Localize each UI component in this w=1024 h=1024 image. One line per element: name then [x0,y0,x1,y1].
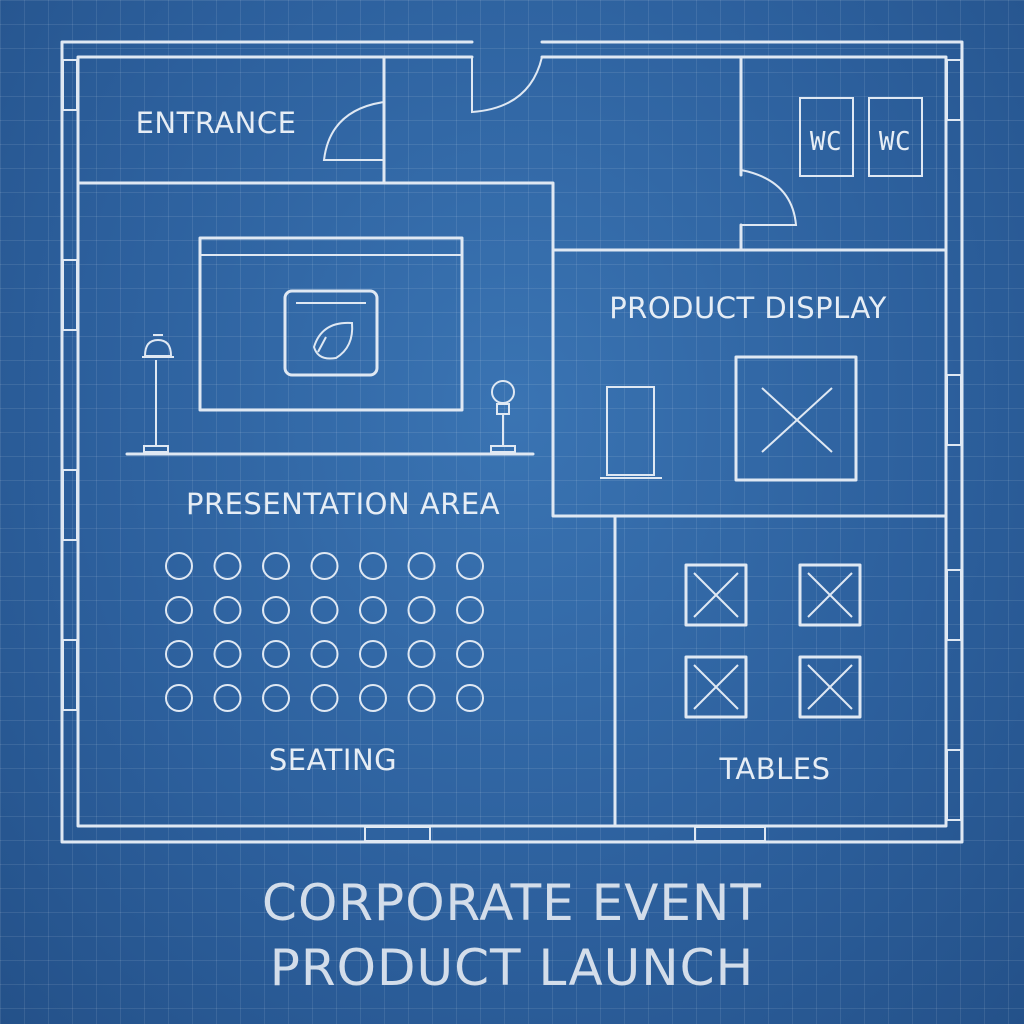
chair-icon [213,552,242,580]
presentation-area-label: PRESENTATION AREA [186,487,500,521]
tables-label: TABLES [718,752,830,786]
chair-icon [213,640,242,668]
door-swing-icon [740,169,798,226]
chair-icon [310,596,339,624]
display-case-icon [734,355,858,482]
seating-label: SEATING [269,743,397,777]
interior-walls [76,55,948,828]
chair-icon [310,640,339,668]
chair-icon [359,596,387,624]
product-display-label: PRODUCT DISPLAY [609,291,887,325]
entrance-label: ENTRANCE [136,106,297,140]
table-icon [684,655,748,719]
chair-icon [407,640,436,668]
wc-label-right: WC [879,127,911,157]
spotlight-icon [490,380,516,453]
table-icon [684,563,748,627]
chair-icon [407,596,436,624]
chair-icon [262,684,290,712]
chair-icon [359,684,387,712]
table-icon [798,563,862,627]
chair-icon [456,552,484,580]
chair-icon [456,596,484,624]
seating-grid [165,552,484,712]
chair-icon [407,552,436,580]
chair-icon [262,552,290,580]
chair-icon [310,684,339,712]
event-title-line2: PRODUCT LAUNCH [269,939,755,997]
chair-icon [262,640,290,668]
chair-icon [165,684,193,712]
projection-screen-icon [198,236,464,412]
door-swing-icon [322,101,385,161]
chair-icon [165,596,193,624]
wc-stall-right: WC [868,97,923,177]
display-pedestal-icon [600,386,662,479]
chair-icon [456,684,484,712]
chair-icon [165,552,193,580]
chair-icon [407,684,436,712]
chair-icon [456,640,484,668]
chair-icon [310,552,339,580]
wc-stall-left: WC [799,97,854,177]
table-icon [798,655,862,719]
event-title-line1: CORPORATE EVENT [262,874,762,932]
chair-icon [359,552,387,580]
door-swing-icon [471,56,543,114]
wc-label-left: WC [810,127,842,157]
tables-group [684,563,862,719]
chair-icon [262,596,290,624]
chair-icon [213,684,242,712]
chair-icon [165,640,193,668]
chair-icon [359,640,387,668]
spotlight-icon [142,334,174,453]
outer-walls [60,40,964,844]
chair-icon [213,596,242,624]
